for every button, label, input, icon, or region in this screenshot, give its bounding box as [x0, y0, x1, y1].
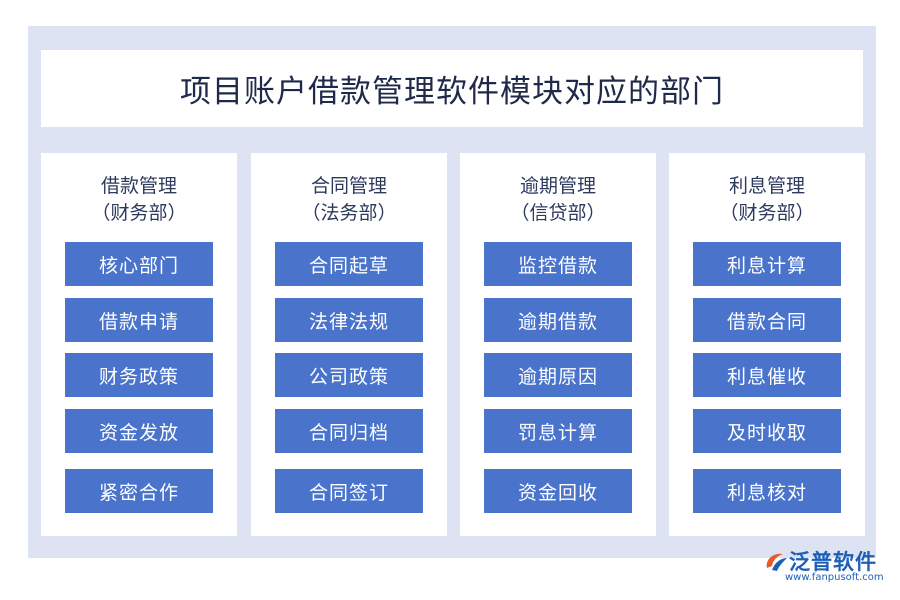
- module-item: 监控借款: [484, 242, 632, 286]
- brand-logo: 泛普软件 www.fanpusoft.com: [763, 546, 888, 586]
- module-item: 核心部门: [65, 242, 213, 286]
- module-item: 公司政策: [275, 353, 423, 397]
- department-name: （法务部）: [301, 202, 397, 224]
- fanpu-logo-icon: [766, 553, 787, 571]
- module-item: 紧密合作: [65, 469, 213, 513]
- module-column-loan: 借款管理 （财务部） 核心部门 借款申请 财务政策 资金发放 紧密合作: [41, 153, 237, 536]
- module-item: 利息核对: [693, 469, 841, 513]
- module-item: 合同起草: [275, 242, 423, 286]
- column-header: 利息管理 （财务部）: [669, 173, 865, 227]
- module-item: 资金发放: [65, 409, 213, 453]
- department-name: （财务部）: [91, 202, 187, 224]
- module-column-overdue: 逾期管理 （信贷部） 监控借款 逾期借款 逾期原因 罚息计算 资金回收: [460, 153, 656, 536]
- module-item: 合同归档: [275, 409, 423, 453]
- module-item: 利息催收: [693, 353, 841, 397]
- module-name: 借款管理: [100, 175, 177, 197]
- module-item: 利息计算: [693, 242, 841, 286]
- module-column-interest: 利息管理 （财务部） 利息计算 借款合同 利息催收 及时收取 利息核对: [669, 153, 865, 536]
- module-item: 资金回收: [484, 469, 632, 513]
- module-item: 逾期借款: [484, 298, 632, 342]
- module-item: 罚息计算: [484, 409, 632, 453]
- department-name: （信贷部）: [510, 202, 606, 224]
- module-name: 合同管理: [310, 175, 387, 197]
- module-column-contract: 合同管理 （法务部） 合同起草 法律法规 公司政策 合同归档 合同签订: [251, 153, 447, 536]
- module-item: 法律法规: [275, 298, 423, 342]
- column-header: 借款管理 （财务部）: [41, 173, 237, 227]
- module-item: 及时收取: [693, 409, 841, 453]
- module-item: 借款申请: [65, 298, 213, 342]
- module-item: 借款合同: [693, 298, 841, 342]
- column-header: 合同管理 （法务部）: [251, 173, 447, 227]
- brand-url: www.fanpusoft.com: [785, 572, 884, 583]
- module-name: 逾期管理: [519, 175, 596, 197]
- module-name: 利息管理: [728, 175, 805, 197]
- column-header: 逾期管理 （信贷部）: [460, 173, 656, 227]
- module-item: 逾期原因: [484, 353, 632, 397]
- module-item: 合同签订: [275, 469, 423, 513]
- department-name: （财务部）: [719, 202, 815, 224]
- brand-name: 泛普软件: [789, 550, 877, 574]
- diagram-title: 项目账户借款管理软件模块对应的部门: [180, 74, 724, 110]
- module-item: 财务政策: [65, 353, 213, 397]
- title-box: 项目账户借款管理软件模块对应的部门: [41, 50, 863, 127]
